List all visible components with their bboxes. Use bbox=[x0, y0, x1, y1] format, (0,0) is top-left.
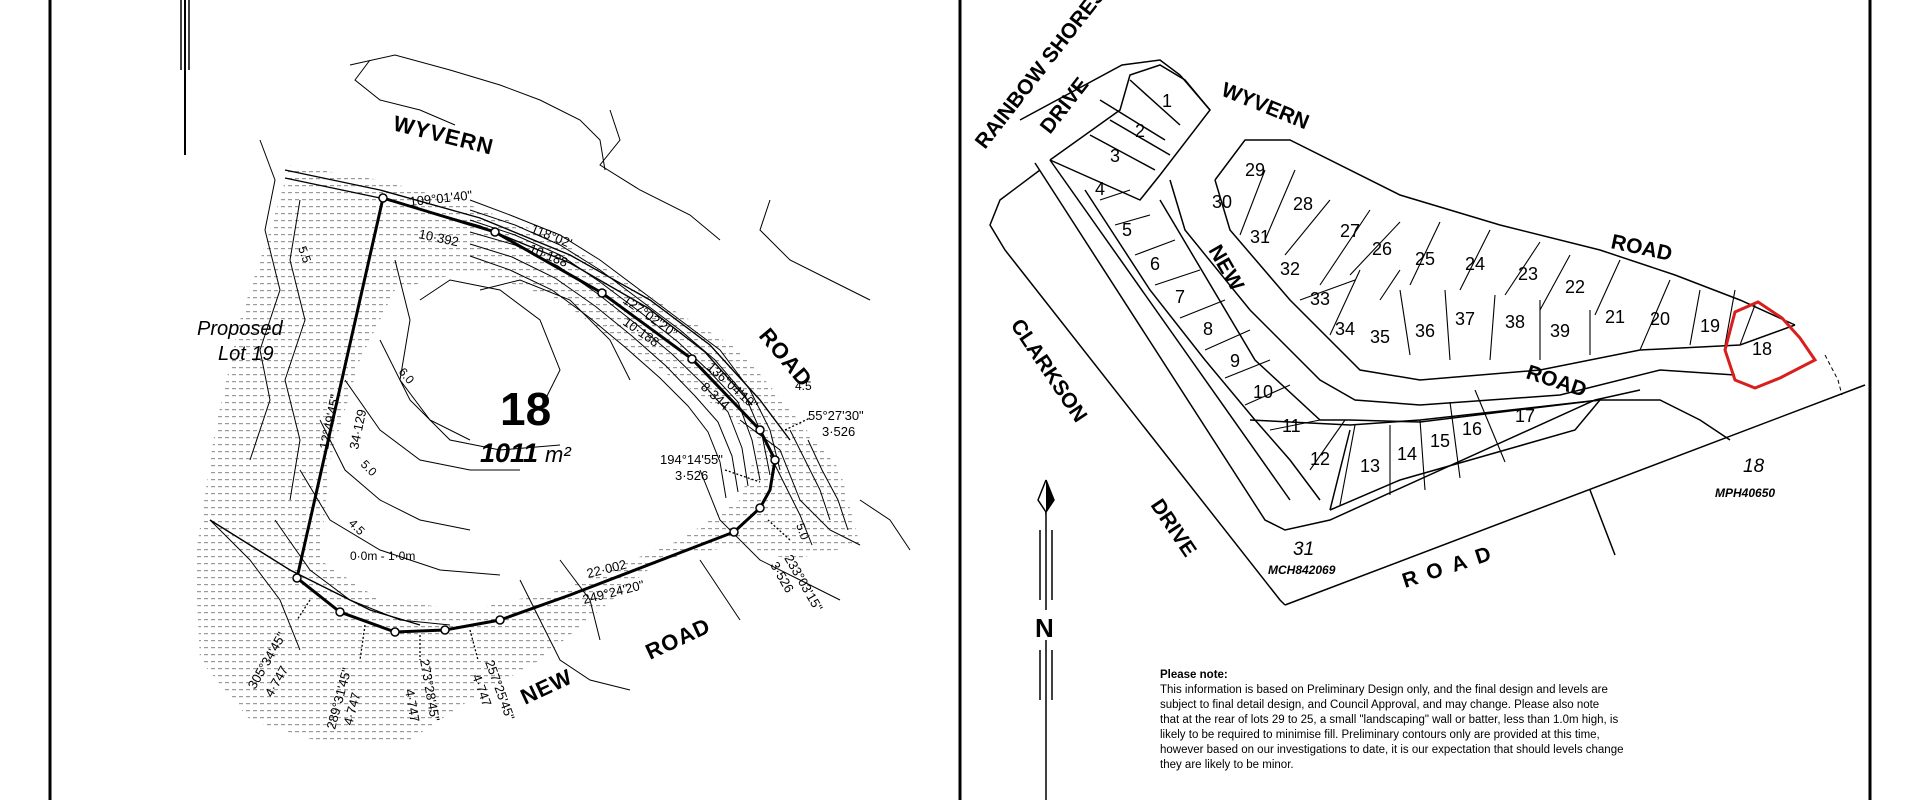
lot-28: 28 bbox=[1293, 194, 1313, 214]
lot-13: 13 bbox=[1360, 456, 1380, 476]
road-label-rainbow-shores: RAINBOW SHORES bbox=[971, 0, 1111, 153]
survey-pegs bbox=[292, 193, 780, 637]
lot-17: 17 bbox=[1515, 406, 1535, 426]
lot-number: 18 bbox=[500, 383, 551, 435]
lot-37: 37 bbox=[1455, 309, 1475, 329]
bearing-5: 55°27'30" bbox=[808, 408, 864, 423]
parcel-31-reference: MCH842069 bbox=[1268, 563, 1336, 577]
lot-8: 8 bbox=[1203, 319, 1213, 339]
lot-14: 14 bbox=[1397, 444, 1417, 464]
lot-11: 11 bbox=[1282, 416, 1301, 436]
note-line-1: This information is based on Preliminary… bbox=[1160, 684, 1608, 696]
lot-22: 22 bbox=[1565, 277, 1585, 297]
dimension-pointers bbox=[296, 417, 811, 661]
lot-19: 19 bbox=[1700, 316, 1720, 336]
subdivision-layout: RAINBOW SHORES DRIVE WYVERN ROAD NEW ROA… bbox=[971, 0, 1866, 800]
lot-15: 15 bbox=[1430, 431, 1450, 451]
lot-4: 4 bbox=[1095, 179, 1105, 199]
contour-5-5: 5.5 bbox=[295, 244, 314, 265]
design-note: Please note: This information is based o… bbox=[1160, 669, 1624, 771]
lot-25: 25 bbox=[1415, 249, 1435, 269]
contour-5-0-right: 5.0 bbox=[793, 521, 812, 542]
parcel-18-reference: MPH40650 bbox=[1715, 486, 1775, 500]
road-label-wyvern-right: WYVERN bbox=[1218, 78, 1312, 134]
terrain-contours bbox=[209, 54, 911, 691]
distance-5: 3·526 bbox=[822, 424, 855, 439]
lot-area: 1011 bbox=[480, 438, 538, 468]
lot-divisions bbox=[1099, 169, 1756, 506]
lot-39: 39 bbox=[1550, 321, 1570, 341]
lot-16: 16 bbox=[1462, 419, 1482, 439]
note-line-5: however based on our investigations to d… bbox=[1160, 744, 1624, 756]
lot-18: 18 bbox=[1752, 339, 1772, 359]
lot-12: 12 bbox=[1310, 449, 1330, 469]
parcel-31-number: 31 bbox=[1293, 539, 1314, 560]
boundary-extension bbox=[1824, 354, 1843, 396]
lot-32: 32 bbox=[1280, 259, 1300, 279]
lot-9: 9 bbox=[1230, 351, 1240, 371]
distance-12: 4·747 bbox=[402, 688, 423, 723]
bearing-1: 109°01'40" bbox=[409, 187, 474, 209]
note-line-2: subject to final detail design, and Coun… bbox=[1160, 699, 1599, 711]
north-arrow-icon bbox=[1034, 479, 1058, 800]
lot-3: 3 bbox=[1110, 146, 1120, 166]
lot-36: 36 bbox=[1415, 321, 1435, 341]
lot-33: 33 bbox=[1310, 289, 1330, 309]
lot-21: 21 bbox=[1605, 307, 1625, 327]
lot-26: 26 bbox=[1372, 239, 1392, 259]
lot-area-unit: m² bbox=[545, 442, 571, 467]
note-line-6: they are likely to be minor. bbox=[1160, 759, 1294, 771]
note-line-4: likely to be required to minimise fill. … bbox=[1160, 729, 1600, 741]
lot-23: 23 bbox=[1518, 264, 1538, 284]
road-label-new: NEW bbox=[517, 664, 577, 710]
lot-1: 1 bbox=[1162, 91, 1172, 111]
proposed-lot-label-line1: Proposed bbox=[197, 318, 283, 340]
fill-depth-label: 0·0m - 1·0m bbox=[350, 549, 415, 563]
road-label-wyvern: WYVERN bbox=[391, 111, 497, 160]
road-label-new-right: NEW bbox=[1204, 241, 1249, 295]
lot-34: 34 bbox=[1335, 319, 1355, 339]
lot-38: 38 bbox=[1505, 312, 1525, 332]
proposed-lot-label-line2: Lot 19 bbox=[218, 343, 274, 365]
distance-6: 3·526 bbox=[675, 468, 708, 483]
lot-29: 29 bbox=[1245, 160, 1265, 180]
lot-31: 31 bbox=[1250, 227, 1270, 247]
lot-18-boundary bbox=[295, 196, 777, 634]
lot-numbers: 1 2 3 4 5 6 7 8 9 10 11 12 13 14 15 16 1… bbox=[1095, 91, 1772, 476]
lot-detail-plan: WYVERN ROAD ROAD NEW 18 1011 m² Proposed… bbox=[195, 54, 911, 745]
road-label-drive-left: DRIVE bbox=[1146, 495, 1201, 561]
lot-7: 7 bbox=[1175, 287, 1185, 307]
road-label-road-bottom: ROAD bbox=[1399, 539, 1503, 592]
lot-30: 30 bbox=[1212, 192, 1232, 212]
road-reserve-lines bbox=[989, 59, 1866, 606]
lot-18-highlight bbox=[1723, 300, 1818, 390]
lot-24: 24 bbox=[1465, 254, 1485, 274]
road-label-road-lower: ROAD bbox=[642, 613, 715, 665]
lot-27: 27 bbox=[1340, 221, 1360, 241]
lot-10: 10 bbox=[1253, 382, 1273, 402]
bearing-6: 194°14'55" bbox=[660, 452, 723, 467]
road-label-clarkson: CLARKSON bbox=[1006, 315, 1092, 427]
road-label-road-top: ROAD bbox=[1609, 230, 1674, 265]
sheet-frame bbox=[48, 0, 1872, 800]
note-heading: Please note: bbox=[1160, 669, 1228, 681]
lot-35: 35 bbox=[1370, 327, 1390, 347]
contour-4-5-right: 4.5 bbox=[795, 379, 812, 393]
lot-6: 6 bbox=[1150, 254, 1160, 274]
lot-2: 2 bbox=[1135, 121, 1145, 141]
note-line-3: that at the rear of lots 29 to 25, a sma… bbox=[1160, 714, 1618, 726]
parcel-boundary-line bbox=[1589, 489, 1616, 556]
lot-20: 20 bbox=[1650, 309, 1670, 329]
parcel-18-number: 18 bbox=[1743, 456, 1765, 477]
road-label-drive-top: DRIVE bbox=[1036, 73, 1094, 138]
lot-5: 5 bbox=[1122, 220, 1132, 240]
north-label: N bbox=[1035, 613, 1054, 643]
contour-labels: 5.5 6.0 5.0 4.5 4.5 5.0 0·0m - 1·0m bbox=[295, 244, 812, 563]
